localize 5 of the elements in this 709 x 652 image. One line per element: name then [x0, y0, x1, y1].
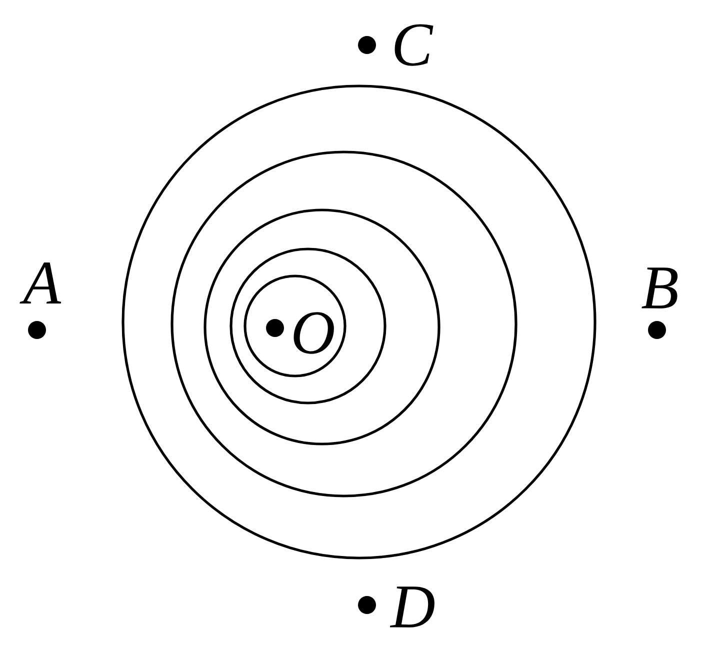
- point-label: A: [20, 262, 62, 304]
- point-label: D: [390, 586, 434, 628]
- point-label: B: [642, 268, 678, 308]
- point-label: O: [294, 312, 334, 354]
- point-label: C: [394, 24, 434, 66]
